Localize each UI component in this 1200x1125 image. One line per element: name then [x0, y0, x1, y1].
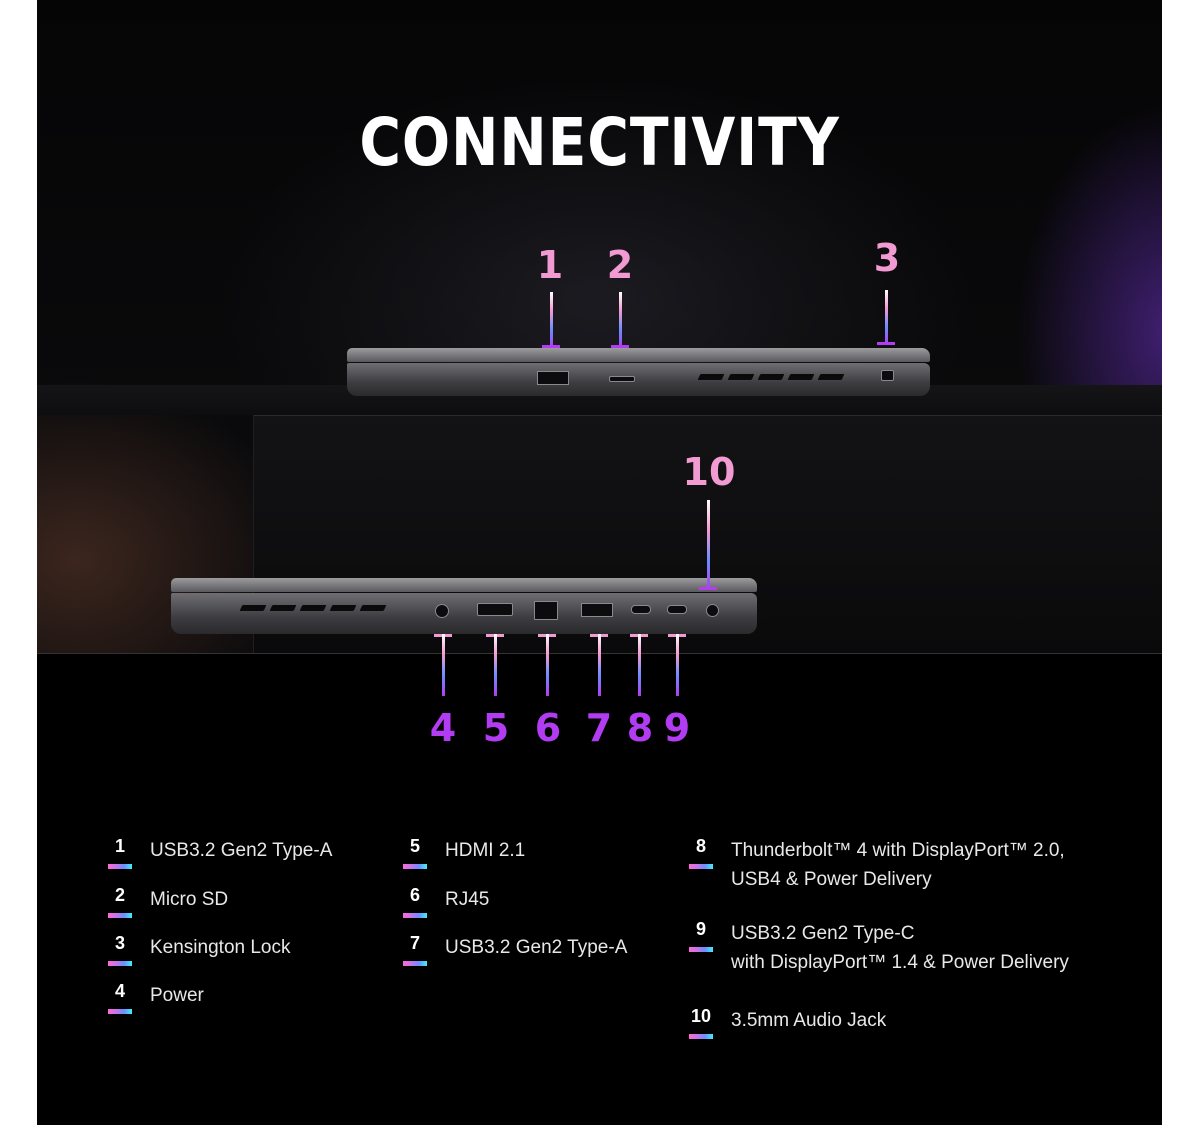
- laptop-base: [171, 593, 757, 634]
- laptop-lid: [171, 578, 757, 592]
- legend-label: RJ45: [445, 889, 490, 910]
- legend-number: 4: [114, 981, 125, 1001]
- laptop-right-side: [347, 348, 930, 396]
- legend-gradient-bar: [108, 1009, 132, 1014]
- callout-line: [598, 634, 601, 696]
- usb-c-port: [667, 605, 687, 614]
- legend-number: 10: [690, 1006, 712, 1026]
- callout-marker-5: [486, 634, 504, 696]
- laptop-base: [347, 363, 930, 396]
- callout-marker-8: [630, 634, 648, 696]
- callout-number-8: 8: [626, 706, 654, 750]
- connectivity-panel: CONNECTIVITY 1: [37, 0, 1162, 1125]
- legend-number: 9: [695, 919, 706, 939]
- laptop-lid: [347, 348, 930, 362]
- callout-line: [676, 634, 679, 696]
- legend-number: 2: [114, 885, 125, 905]
- legend-gradient-bar: [403, 913, 427, 918]
- callout-number-3: 3: [873, 236, 901, 280]
- vent: [727, 374, 755, 380]
- callout-number-4: 4: [429, 706, 457, 750]
- rj45-port: [534, 601, 558, 620]
- audio-jack-port: [706, 604, 719, 617]
- legend-gradient-bar: [108, 864, 132, 869]
- vent: [269, 605, 297, 611]
- legend-number: 8: [695, 836, 706, 856]
- legend-gradient-bar: [108, 961, 132, 966]
- legend-label-line2: with DisplayPort™ 1.4 & Power Delivery: [731, 952, 1069, 973]
- legend-gradient-bar: [689, 947, 713, 952]
- callout-number-5: 5: [482, 706, 510, 750]
- callout-number-6: 6: [534, 706, 562, 750]
- callout-line: [638, 634, 641, 696]
- vent: [359, 605, 387, 611]
- vent: [817, 374, 845, 380]
- legend-label: USB3.2 Gen2 Type-A: [150, 840, 333, 861]
- callout-line: [494, 634, 497, 696]
- vent: [757, 374, 785, 380]
- laptop-left-side: [171, 578, 757, 634]
- pedestal-edge: [253, 415, 1162, 416]
- legend-label: USB3.2 Gen2 Type-A: [445, 937, 628, 958]
- usb-a-port: [537, 371, 569, 385]
- callout-line: [442, 634, 445, 696]
- legend-gradient-bar: [403, 864, 427, 869]
- vent: [239, 605, 267, 611]
- callout-line: [550, 292, 553, 348]
- legend-label: HDMI 2.1: [445, 840, 526, 861]
- callout-marker-6: [538, 634, 556, 696]
- legend-gradient-bar: [403, 961, 427, 966]
- micro-sd-slot: [609, 376, 635, 382]
- vent: [329, 605, 357, 611]
- callout-marker-9: [668, 634, 686, 696]
- callout-cap: [611, 345, 629, 348]
- kensington-lock-slot: [881, 370, 894, 381]
- callout-cap: [542, 345, 560, 348]
- legend-label-line1: USB3.2 Gen2 Type-C: [731, 923, 915, 944]
- legend-number: 6: [409, 885, 420, 905]
- callout-number-10: 10: [682, 450, 736, 494]
- legend-label: Kensington Lock: [150, 937, 291, 958]
- callout-line: [707, 500, 710, 590]
- legend-label-line1: Thunderbolt™ 4 with DisplayPort™ 2.0,: [731, 840, 1065, 861]
- callout-line: [546, 634, 549, 696]
- vent: [299, 605, 327, 611]
- hdmi-port: [477, 603, 513, 616]
- callout-marker-7: [590, 634, 608, 696]
- legend-gradient-bar: [689, 864, 713, 869]
- callout-line: [619, 292, 622, 348]
- legend-label-line2: USB4 & Power Delivery: [731, 869, 932, 890]
- legend-number: 5: [409, 836, 420, 856]
- legend-number: 3: [114, 933, 125, 953]
- power-jack-port: [435, 604, 449, 618]
- legend-label: Micro SD: [150, 889, 229, 910]
- legend-label: 3.5mm Audio Jack: [731, 1010, 887, 1031]
- floor: [37, 654, 1162, 1125]
- usb-a-port: [581, 603, 613, 617]
- legend-gradient-bar: [689, 1034, 713, 1039]
- callout-cap: [877, 342, 895, 345]
- legend-number: 1: [114, 836, 125, 856]
- thunderbolt-port: [631, 605, 651, 614]
- callout-cap: [699, 587, 717, 590]
- callout-marker-3: [877, 290, 895, 345]
- legend-label: Power: [150, 985, 204, 1006]
- legend-gradient-bar: [108, 913, 132, 918]
- callout-number-2: 2: [606, 243, 634, 287]
- callout-marker-1: [542, 292, 560, 348]
- callout-marker-2: [611, 292, 629, 348]
- callout-number-7: 7: [585, 706, 613, 750]
- page-title: CONNECTIVITY: [359, 104, 840, 181]
- callout-marker-10: [699, 500, 717, 590]
- legend-number: 7: [409, 933, 420, 953]
- callout-number-1: 1: [536, 243, 564, 287]
- vent: [787, 374, 815, 380]
- callout-line: [885, 290, 888, 345]
- callout-number-9: 9: [663, 706, 691, 750]
- vent: [697, 374, 725, 380]
- pedestal-side: [253, 415, 254, 655]
- callout-marker-4: [434, 634, 452, 696]
